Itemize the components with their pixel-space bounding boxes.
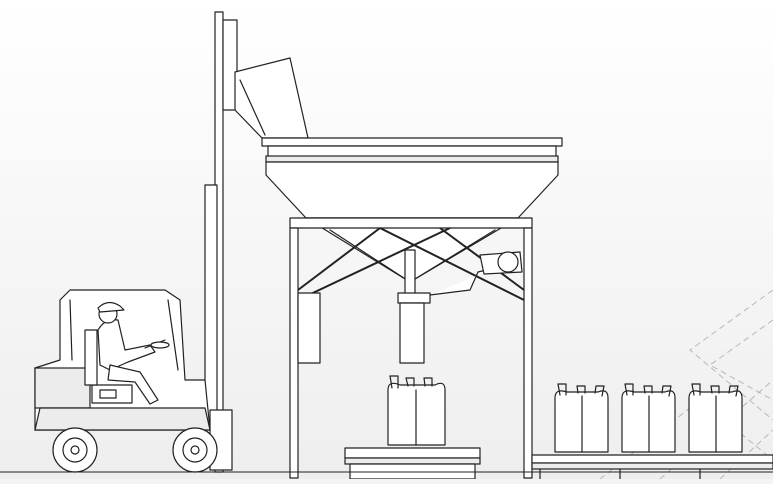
forklift-mast — [204, 11, 238, 473]
tipping-bin — [234, 57, 309, 139]
forklift-front-wheel — [172, 427, 218, 473]
forklift-operator — [84, 301, 170, 405]
roller-conveyor-filling — [344, 447, 481, 480]
bulk-bag-full-3 — [688, 383, 743, 453]
bag-filling-spout — [397, 249, 523, 364]
bulk-bag-full-1 — [554, 383, 609, 453]
bulk-bag-filling — [387, 375, 446, 446]
bulk-bag-full-2 — [621, 383, 676, 453]
roller-conveyor-discharge — [531, 454, 773, 480]
support-frame — [289, 217, 533, 479]
forklift-rear-wheel — [52, 427, 98, 473]
forklift — [34, 11, 309, 473]
